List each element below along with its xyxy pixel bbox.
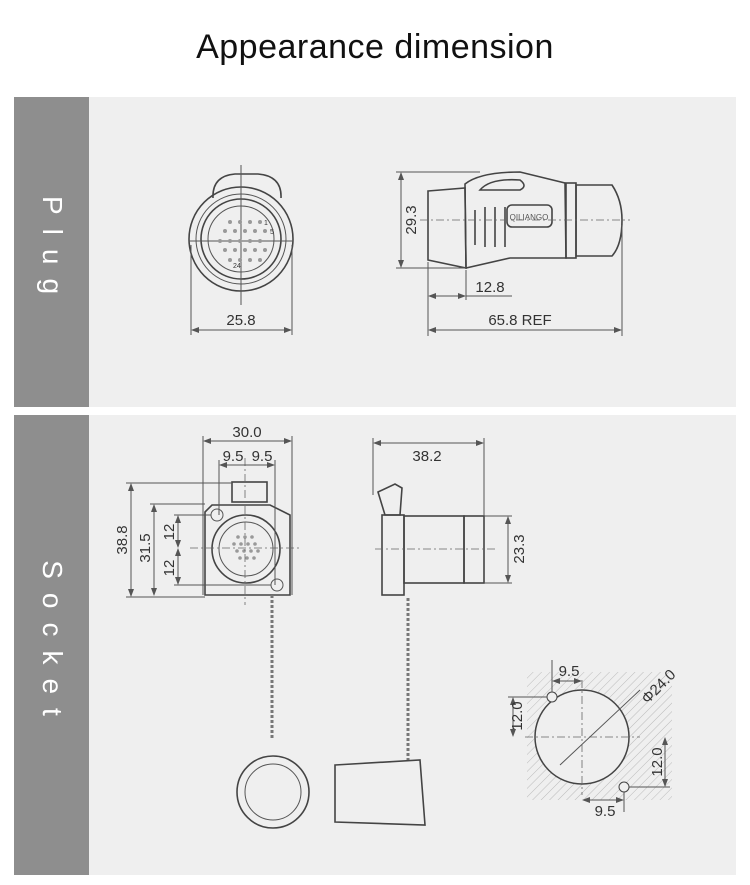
socket-hole-offset-top: 12	[161, 524, 178, 541]
plug-height-dimension: 29.3	[403, 205, 420, 234]
pin-label-5: 5	[270, 229, 274, 236]
socket-label-strip: Socket	[14, 415, 89, 875]
socket-front-view: 30.0 9.5 9.5 38.8 31.5 12 12	[114, 424, 310, 829]
socket-length-dimension: 38.2	[412, 448, 441, 465]
cutout-hole-offset-bottom: 9.5	[595, 803, 616, 820]
socket-flange-height-dimension: 38.8	[114, 525, 131, 554]
socket-hole-offset-bottom: 12	[161, 560, 178, 577]
pin-label-24: 24	[233, 263, 241, 270]
plug-front-length-dimension: 12.8	[475, 279, 504, 296]
cutout-hole-offset-top: 9.5	[559, 663, 580, 680]
page-title: Appearance dimension	[196, 28, 554, 66]
socket-hole-offset-right: 9.5	[252, 448, 273, 465]
socket-hole-offset-left: 9.5	[223, 448, 244, 465]
cutout-vertical-offset-right: 12.0	[649, 747, 666, 776]
plug-side-view: QILIANGO 29.3 12.8 65.8 REF	[396, 171, 630, 336]
plug-width-dimension: 25.8	[226, 312, 255, 329]
plug-front-view: 1 5 24 25.8	[188, 165, 294, 335]
cutout-vertical-offset-left: 12.0	[509, 701, 526, 730]
panel-cutout-view: 9.5 Φ24.0 12.0 12.0 9.5	[508, 660, 679, 820]
plug-label-strip: Plug	[14, 97, 89, 407]
brand-logo: QILIANGO	[510, 213, 549, 222]
socket-diameter-dimension: 23.3	[511, 534, 528, 563]
pin-label-1: 1	[264, 220, 268, 227]
socket-flange-width-dimension: 30.0	[232, 424, 261, 441]
plug-total-length-dimension: 65.8 REF	[488, 312, 551, 329]
socket-body-height-dimension: 31.5	[137, 533, 154, 562]
socket-side-view: 38.2 23.3	[334, 438, 528, 826]
